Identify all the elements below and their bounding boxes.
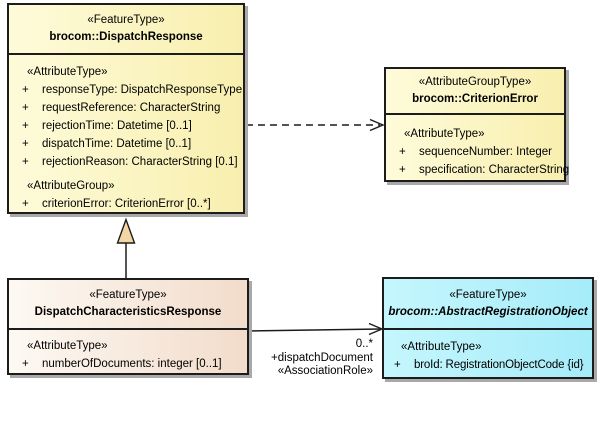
attribute-row: + broId: RegistrationObjectCode {id}	[389, 356, 589, 374]
class-dispatch-response[interactable]: «FeatureType» brocom::DispatchResponse «…	[7, 3, 245, 214]
visibility: +	[22, 198, 29, 210]
visibility: +	[399, 146, 406, 158]
class-name: brocom::CriterionError	[412, 93, 538, 105]
visibility: +	[22, 156, 29, 168]
visibility: +	[22, 358, 29, 370]
attribute-type-heading: «AttributeType»	[404, 128, 485, 140]
association-labels: 0..* +dispatchDocument «AssociationRole»	[271, 338, 373, 379]
class-header: «FeatureType» DispatchCharacteristicsRes…	[9, 280, 247, 330]
stereotype-label: «FeatureType»	[89, 289, 167, 301]
stereotype-label: «FeatureType»	[87, 14, 165, 26]
attribute-row: + dispatchTime: Datetime [0..1]	[15, 135, 240, 153]
attribute-text: responseType: DispatchResponseType	[42, 84, 243, 96]
attributes-compartment: «AttributeType» + numberOfDocuments: int…	[9, 330, 247, 373]
generalization-edge[interactable]	[116, 217, 136, 279]
visibility: +	[22, 84, 29, 96]
class-header: «FeatureType» brocom::DispatchResponse	[9, 5, 243, 55]
association-edge[interactable]	[248, 322, 384, 336]
attribute-text: specification: CharacterString	[419, 164, 570, 176]
attribute-type-heading: «AttributeType»	[401, 341, 482, 353]
attribute-text: dispatchTime: Datetime [0..1]	[42, 138, 192, 150]
stereotype-label: «FeatureType»	[449, 288, 527, 301]
attribute-text: rejectionReason: CharacterString [0.1]	[42, 156, 238, 168]
dependency-arrowhead-icon	[369, 118, 385, 132]
generalization-triangle-icon	[116, 217, 136, 244]
attribute-row: + requestReference: CharacterString	[15, 99, 240, 117]
attribute-text: numberOfDocuments: integer [0..1]	[42, 358, 222, 370]
visibility: +	[394, 359, 401, 371]
attribute-text: sequenceNumber: Integer	[419, 146, 552, 158]
attribute-type-heading: «AttributeType»	[27, 340, 108, 352]
class-name: brocom::AbstractRegistrationObject	[388, 305, 588, 318]
class-header: «AttributeGroupType» brocom::CriterionEr…	[386, 69, 564, 115]
attribute-group-heading: «AttributeGroup»	[27, 180, 115, 192]
attribute-row: + criterionError: CriterionError [0..*]	[15, 195, 240, 213]
attribute-text: criterionError: CriterionError [0..*]	[42, 198, 211, 210]
attributes-compartment: «AttributeType» + sequenceNumber: Intege…	[386, 115, 569, 179]
association-role-name: +dispatchDocument	[271, 351, 373, 364]
attribute-row: + rejectionTime: Datetime [0..1]	[15, 117, 240, 135]
attribute-row: + numberOfDocuments: integer [0..1]	[15, 355, 244, 373]
dependency-edge[interactable]	[246, 118, 385, 132]
class-name: brocom::DispatchResponse	[49, 31, 203, 43]
class-name: DispatchCharacteristicsResponse	[34, 306, 222, 318]
attribute-text: requestReference: CharacterString	[42, 102, 221, 114]
stereotype-label: «AttributeGroupType»	[418, 76, 532, 88]
visibility: +	[22, 120, 29, 132]
visibility: +	[399, 164, 406, 176]
association-multiplicity: 0..*	[355, 338, 373, 350]
attribute-text: rejectionTime: Datetime [0..1]	[42, 120, 192, 132]
visibility: +	[22, 138, 29, 150]
class-header: «FeatureType» brocom::AbstractRegistrati…	[384, 279, 592, 330]
class-criterion-error[interactable]: «AttributeGroupType» brocom::CriterionEr…	[384, 67, 569, 182]
class-abstract-registration-object[interactable]: «FeatureType» brocom::AbstractRegistrati…	[382, 277, 594, 379]
attribute-type-heading: «AttributeType»	[27, 66, 108, 78]
class-dispatch-characteristics-response[interactable]: «FeatureType» DispatchCharacteristicsRes…	[7, 278, 249, 375]
association-stereotype: «AssociationRole»	[277, 365, 373, 377]
attribute-row: + responseType: DispatchResponseType	[15, 81, 243, 99]
visibility: +	[22, 102, 29, 114]
attributes-compartment: «AttributeType» + responseType: Dispatch…	[9, 55, 243, 213]
attribute-row: + specification: CharacterString	[392, 161, 569, 179]
attribute-text: broId: RegistrationObjectCode {id}	[414, 359, 584, 371]
attributes-compartment: «AttributeType» + broId: RegistrationObj…	[384, 330, 592, 374]
attribute-row: + rejectionReason: CharacterString [0.1]	[15, 153, 240, 171]
attribute-row: + sequenceNumber: Integer	[392, 143, 561, 161]
